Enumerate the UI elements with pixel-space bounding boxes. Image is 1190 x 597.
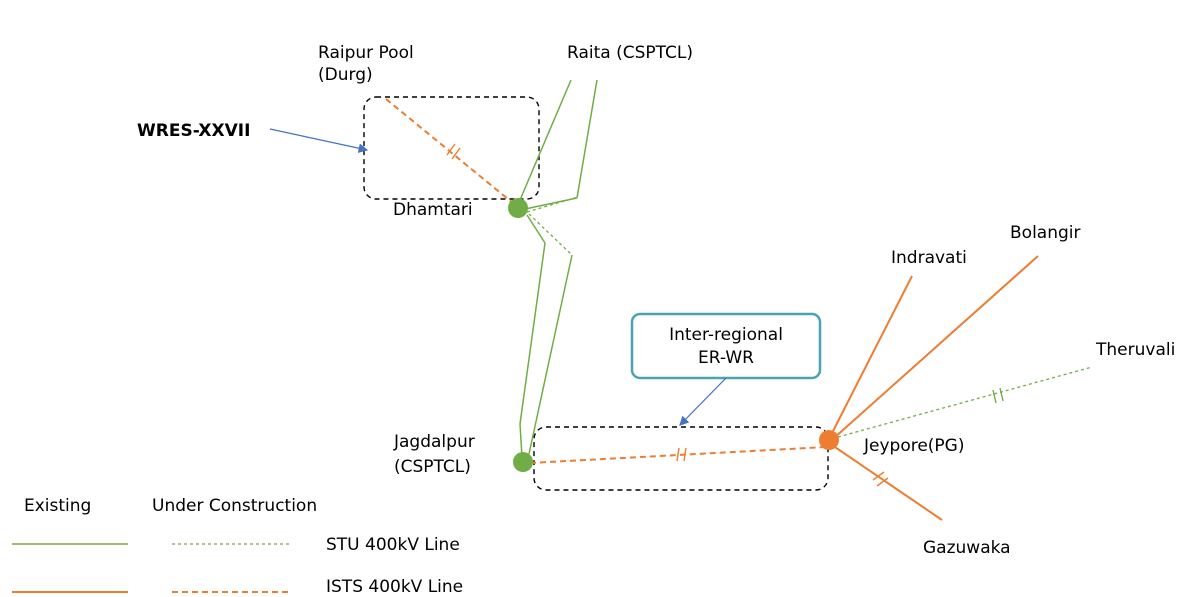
ists-line-jeypore-bolangir <box>833 255 1039 439</box>
raipur-pool-label: Raipur Pool <box>318 43 414 63</box>
stu-line-raita-2b <box>576 79 598 199</box>
jeypore-node <box>819 430 839 450</box>
theruvali-label: Theruvali <box>1095 340 1175 360</box>
stu-line-dhamtari-raita-1 <box>516 79 572 208</box>
stu-uc-line-jeypore-theruvali <box>837 366 1093 438</box>
jagdalpur-sub-label: (CSPTCL) <box>394 457 471 477</box>
stu-line-dhamtari-jagdalpur-1b <box>519 242 546 425</box>
stu-line-dhamtari-jagdalpur-1c <box>519 423 523 458</box>
indravati-label: Indravati <box>891 248 967 268</box>
raita-label: Raita (CSPTCL) <box>567 43 693 63</box>
legend-under-construction-label: Under Construction <box>152 496 317 516</box>
inter-regional-callout <box>630 312 822 380</box>
wres-pointer-arrow <box>269 128 369 153</box>
bolangir-label: Bolangir <box>1010 223 1080 243</box>
gazuwaka-label: Gazuwaka <box>923 538 1011 558</box>
wres-area-box <box>363 96 540 200</box>
dhamtari-label: Dhamtari <box>393 200 473 220</box>
dhamtari-node <box>508 198 528 218</box>
inter-regional-area-box <box>533 426 829 491</box>
legend-ists-line-label: ISTS 400kV Line <box>326 577 463 597</box>
stu-line-dhamtari-jagdalpur-1a <box>526 214 546 244</box>
legend-stu-line-label: STU 400kV Line <box>326 535 460 555</box>
ists-line-jeypore-gazuwaka <box>831 444 943 521</box>
jeypore-label: Jeypore(PG) <box>863 436 965 456</box>
callout-pointer-arrow <box>679 377 727 426</box>
stu-line-dhamtari-jagdalpur-2b <box>528 254 573 455</box>
raipur-pool-sub-label: (Durg) <box>318 65 373 85</box>
wres-label: WRES-XXVII <box>137 121 250 141</box>
stu-uc-line-dhamtari-jagdalpur <box>528 213 573 256</box>
ists-line-jeypore-indravati <box>829 275 913 438</box>
callout-line-2: ER-WR <box>698 348 754 368</box>
stu-uc-line-dhamtari-raita <box>526 196 579 213</box>
legend: Existing Under Construction STU 400kV Li… <box>12 496 463 597</box>
callout-line-1: Inter-regional <box>669 325 783 345</box>
legend-existing-label: Existing <box>24 496 91 516</box>
jagdalpur-label: Jagdalpur <box>393 432 475 452</box>
tick-marks <box>446 143 1004 487</box>
jagdalpur-node <box>513 452 533 472</box>
